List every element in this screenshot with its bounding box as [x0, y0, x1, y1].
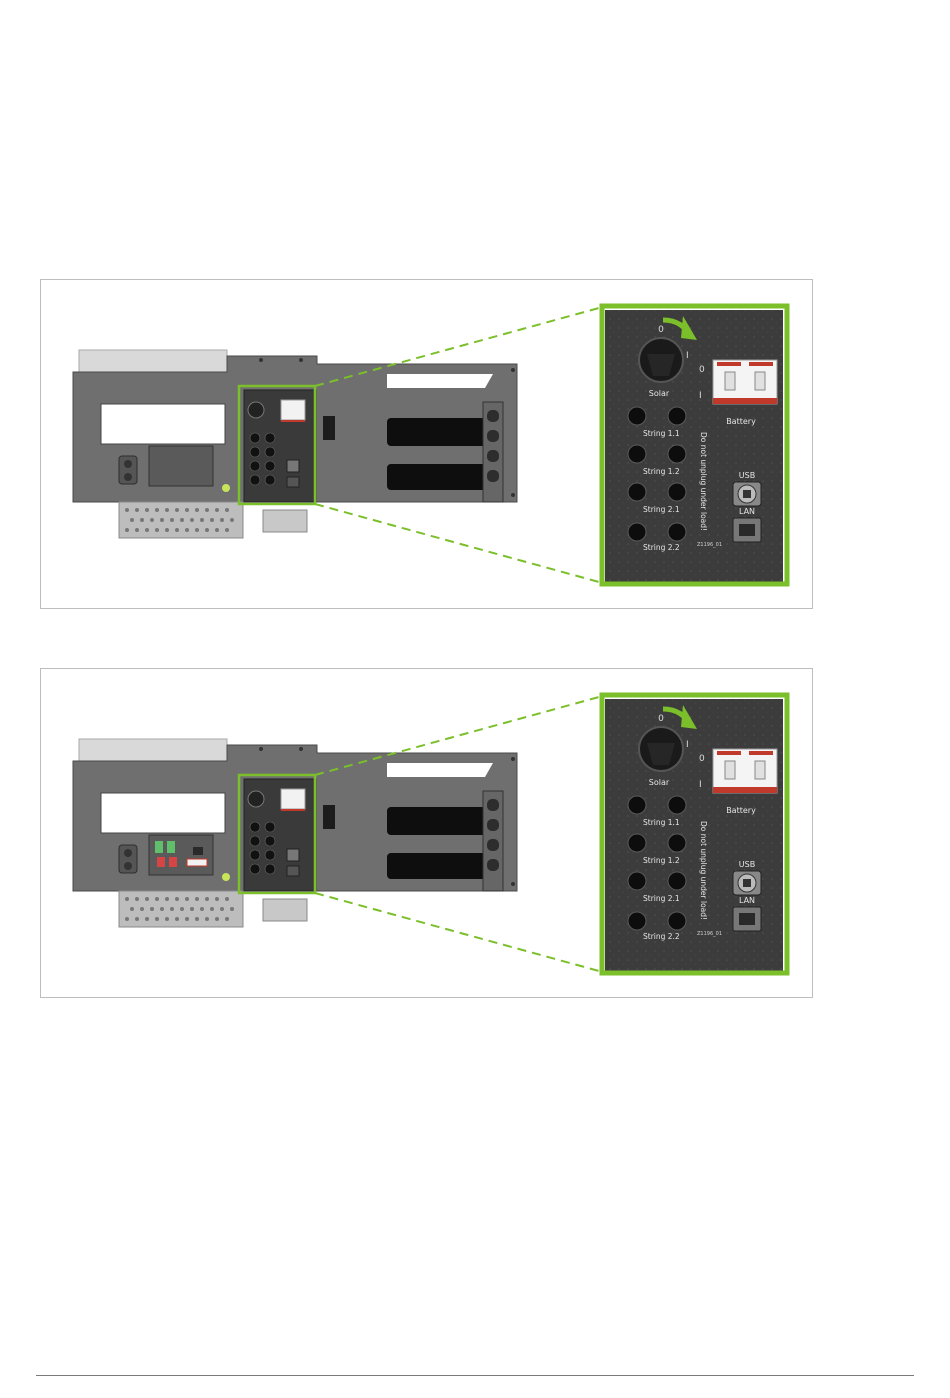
- top-cover: [79, 739, 227, 761]
- string-connector: [628, 834, 646, 852]
- figure-2: 0 I Solar 0 I Battery String 1.1 String …: [40, 668, 813, 998]
- string-connector: [628, 483, 646, 501]
- top-cover: [79, 350, 227, 372]
- lan-port-small: [287, 477, 299, 487]
- string-2-2-label: String 2.2: [643, 543, 680, 552]
- terminal-green: [167, 841, 175, 853]
- terminal-green: [155, 841, 163, 853]
- terminal-box: [263, 510, 307, 532]
- battery-label: Battery: [726, 417, 756, 426]
- footer-rule: [36, 1375, 914, 1376]
- breaker-on-label: I: [699, 391, 702, 401]
- string-connector: [628, 445, 646, 463]
- string-connector: [628, 407, 646, 425]
- string-1-1-label: String 1.1: [643, 818, 680, 827]
- left-window: [101, 793, 225, 833]
- solar-label: Solar: [649, 389, 670, 398]
- figure-2-illustration: 0 I Solar 0 I Battery String 1.1 String …: [41, 669, 814, 999]
- terminal-red: [169, 857, 177, 867]
- battery-breaker: [713, 749, 777, 793]
- left-window: [101, 404, 225, 444]
- status-lamp-icon: [222, 484, 230, 492]
- usb-label: USB: [739, 860, 755, 869]
- string-connector: [628, 912, 646, 930]
- image-code: Z1196_01: [697, 931, 722, 937]
- warning-label: Do not unplug under load!: [699, 432, 708, 531]
- string-connector: [668, 872, 686, 890]
- screw: [511, 368, 515, 372]
- usb-port-small: [287, 460, 299, 472]
- figure-1: 0 I Solar 0 I Battery String 1.1 String …: [40, 279, 813, 609]
- string-1-1-label: String 1.1: [643, 429, 680, 438]
- status-lamp-icon: [222, 873, 230, 881]
- screw: [299, 358, 303, 362]
- usb-label: USB: [739, 471, 755, 480]
- right-slot-lower: [387, 853, 495, 879]
- string-2-1-label: String 2.1: [643, 505, 680, 514]
- terminal-red: [157, 857, 165, 867]
- terminal-box: [263, 899, 307, 921]
- string-connector: [628, 872, 646, 890]
- warning-label: Do not unplug under load!: [699, 821, 708, 920]
- string-1-2-label: String 1.2: [643, 856, 680, 865]
- figure-1-illustration: 0 I Solar 0 I Battery String 1.1 String …: [41, 280, 814, 610]
- dc-switch-small: [248, 402, 264, 418]
- string-connector: [668, 523, 686, 541]
- string-connector: [668, 796, 686, 814]
- switch-on-label: I: [686, 740, 689, 750]
- breaker-off-label: 0: [699, 365, 705, 375]
- string-2-1-label: String 2.1: [643, 894, 680, 903]
- right-slot-upper: [387, 418, 495, 446]
- breaker-small: [281, 400, 305, 420]
- switch-off-label: 0: [658, 325, 664, 335]
- string-connector: [668, 407, 686, 425]
- breaker-off-label: 0: [699, 754, 705, 764]
- string-connector: [668, 912, 686, 930]
- switch-on-label: I: [686, 351, 689, 361]
- battery-breaker: [713, 360, 777, 404]
- right-slot-upper: [387, 807, 495, 835]
- connector-cover: [149, 446, 213, 486]
- string-connector: [628, 796, 646, 814]
- right-slot-lower: [387, 464, 495, 490]
- string-connector: [668, 834, 686, 852]
- image-code: Z1196_01: [697, 542, 722, 548]
- battery-label: Battery: [726, 806, 756, 815]
- right-opening-top: [387, 374, 493, 388]
- zoom-line-bottom: [315, 893, 599, 971]
- string-connector: [668, 445, 686, 463]
- switch-off-label: 0: [658, 714, 664, 724]
- lan-label: LAN: [739, 896, 755, 905]
- lan-label: LAN: [739, 507, 755, 516]
- solar-label: Solar: [649, 778, 670, 787]
- com-label-plate: [187, 859, 207, 866]
- string-2-2-label: String 2.2: [643, 932, 680, 941]
- screw: [511, 493, 515, 497]
- right-opening-top: [387, 763, 493, 777]
- breaker-on-label: I: [699, 780, 702, 790]
- zoom-line-bottom: [315, 504, 599, 582]
- string-connector: [628, 523, 646, 541]
- string-1-2-label: String 1.2: [643, 467, 680, 476]
- string-connector: [668, 483, 686, 501]
- screw: [259, 358, 263, 362]
